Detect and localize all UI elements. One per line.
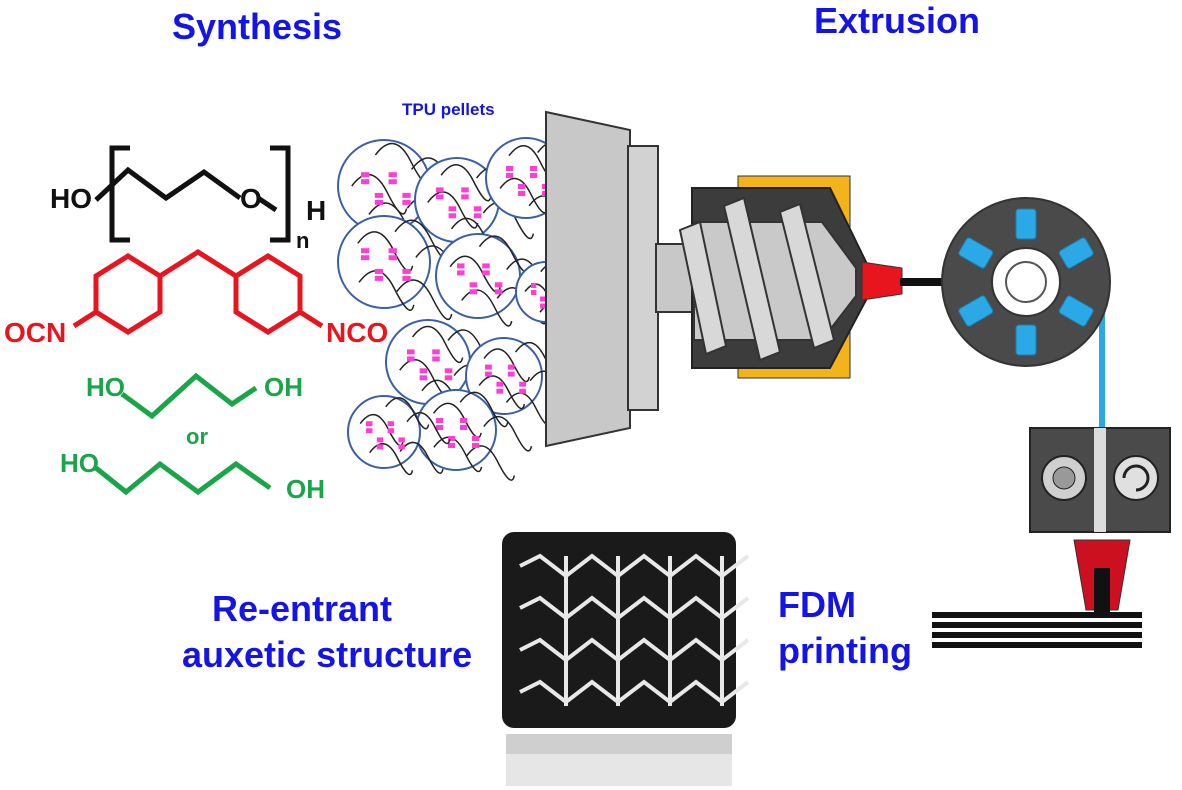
spool-slot	[1058, 295, 1094, 327]
fdm-title-line1: FDM	[778, 584, 856, 625]
diisocyanate-nco-text: NCO	[326, 317, 388, 348]
filament-spool	[941, 197, 1111, 367]
synthesis-title: Synthesis	[172, 6, 343, 47]
printed-layers	[932, 612, 1142, 648]
tpu-pellet	[415, 389, 533, 481]
extrusion-title: Extrusion	[814, 0, 981, 41]
tpu-pellet	[465, 337, 577, 427]
or-text: or	[186, 424, 208, 449]
spool-slot	[958, 237, 994, 269]
auxetic-structure-photo	[502, 532, 750, 786]
diol2-oh-text: OH	[286, 474, 325, 504]
spool-slot	[958, 295, 994, 327]
print-head	[1029, 427, 1171, 616]
polyol-structure: HO O H n	[50, 145, 326, 253]
tpu-pellet	[347, 395, 451, 476]
extruder-hopper	[545, 110, 659, 448]
diol2-ho-text: HO	[60, 448, 99, 478]
polyol-oxygen-text: O	[240, 183, 262, 214]
spool-slot	[1015, 324, 1037, 356]
diol1-ho-text: HO	[86, 372, 125, 402]
lattice-row	[519, 553, 750, 579]
structure-title-line2: auxetic structure	[182, 634, 473, 675]
fdm-title-line2: printing	[778, 630, 912, 671]
polyol-subscript-n: n	[296, 228, 309, 253]
polyol-ho-text: HO	[50, 183, 92, 214]
spool-slot	[1058, 237, 1094, 269]
lattice-row	[519, 637, 750, 663]
chain-extender-structures: HO OH or HO OH	[60, 372, 325, 504]
polyol-h-text: H	[306, 195, 326, 226]
diol1-oh-text: OH	[264, 372, 303, 402]
tpu-pellets-label: TPU pellets	[402, 100, 495, 119]
tpu-pellets-group	[337, 137, 602, 481]
diisocyanate-ocn-text: OCN	[4, 317, 66, 348]
lattice-row	[519, 595, 750, 621]
structure-title-line1: Re-entrant	[212, 588, 393, 629]
lattice-row	[519, 679, 750, 705]
diisocyanate-structure: OCN NCO	[4, 249, 388, 348]
spool-slot	[1015, 208, 1037, 240]
extruder-screw	[655, 175, 903, 379]
